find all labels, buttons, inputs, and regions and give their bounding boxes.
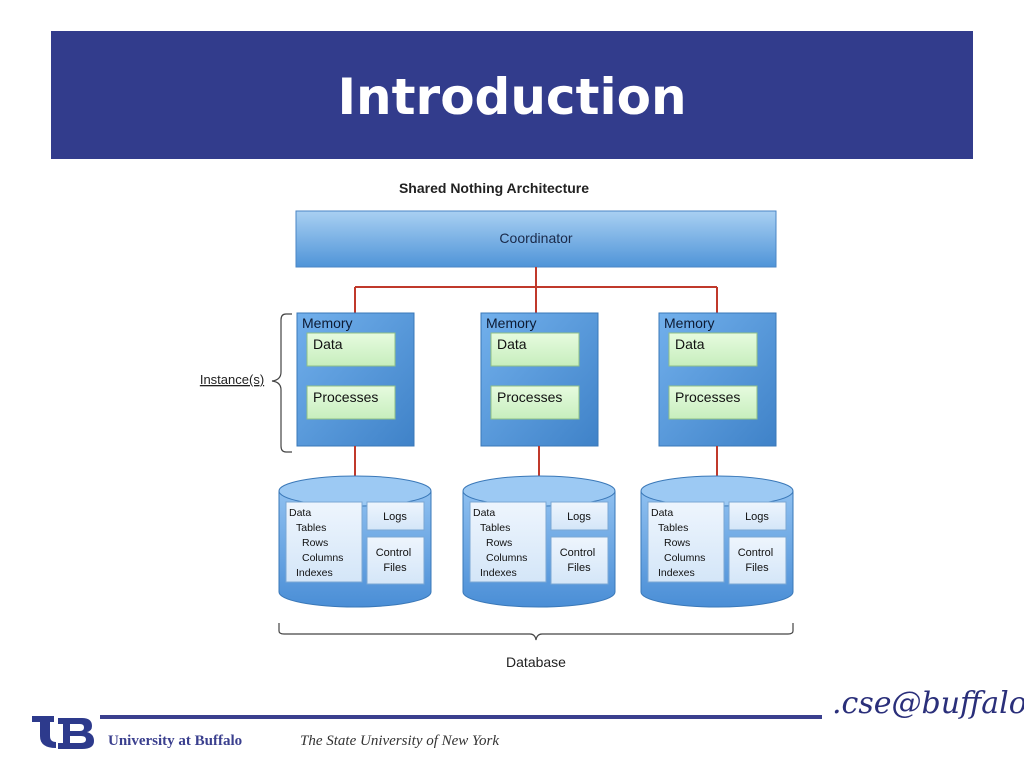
memory-label: Memory bbox=[664, 315, 715, 331]
instance-node: Memory Data Processes bbox=[658, 312, 777, 447]
logs-label: Logs bbox=[567, 511, 591, 523]
columns-line: Columns bbox=[664, 552, 705, 564]
data-panel bbox=[285, 501, 363, 583]
title-bar: Introduction bbox=[51, 31, 973, 159]
logs-panel bbox=[550, 501, 609, 531]
data-panel bbox=[647, 501, 725, 583]
database-disk: Data Tables Rows Columns Indexes Logs Co… bbox=[640, 475, 794, 608]
processes-box bbox=[668, 385, 758, 420]
instance-node: Memory Data Processes bbox=[296, 312, 415, 447]
control-files-panel bbox=[366, 536, 425, 585]
processes-box bbox=[490, 385, 580, 420]
tables-line: Tables bbox=[480, 522, 510, 534]
files-line: Files bbox=[745, 562, 769, 574]
control-files-label: Control Files bbox=[376, 547, 415, 574]
indexes-line: Indexes bbox=[480, 567, 517, 579]
control-line: Control bbox=[738, 547, 773, 559]
control-line: Control bbox=[376, 547, 411, 559]
database-disk: Data Tables Rows Columns Indexes Logs Co… bbox=[278, 475, 432, 608]
tables-line: Tables bbox=[296, 522, 326, 534]
data-label: Data bbox=[497, 336, 527, 352]
control-files-panel bbox=[550, 536, 609, 585]
database-label: Database bbox=[506, 654, 566, 670]
data-label: Data bbox=[313, 336, 343, 352]
data-panel-text: Data Tables Rows Columns Indexes bbox=[651, 507, 708, 579]
footer-suny: The State University of New York bbox=[300, 733, 500, 749]
data-panel-text: Data Tables Rows Columns Indexes bbox=[473, 507, 530, 579]
shared-nothing-diagram: Shared Nothing Architecture Coordinator … bbox=[200, 180, 794, 670]
processes-label: Processes bbox=[313, 389, 378, 405]
rows-line: Rows bbox=[486, 537, 512, 549]
slide-title: Introduction bbox=[337, 68, 687, 126]
data-line: Data bbox=[651, 507, 673, 519]
memory-label: Memory bbox=[302, 315, 353, 331]
logs-label: Logs bbox=[745, 511, 769, 523]
memory-label: Memory bbox=[486, 315, 537, 331]
processes-label: Processes bbox=[675, 389, 740, 405]
cse-signature: .cse@buffalo bbox=[832, 686, 1024, 721]
instance-disk-connectors bbox=[354, 446, 718, 480]
control-files-panel bbox=[728, 536, 787, 585]
data-label: Data bbox=[675, 336, 705, 352]
diagram-heading: Shared Nothing Architecture bbox=[399, 180, 589, 196]
data-line: Data bbox=[289, 507, 311, 519]
footer-university: University at Buffalo bbox=[108, 733, 243, 749]
control-line: Control bbox=[560, 547, 595, 559]
tables-line: Tables bbox=[658, 522, 688, 534]
data-line: Data bbox=[473, 507, 495, 519]
processes-label: Processes bbox=[497, 389, 562, 405]
files-line: Files bbox=[567, 562, 591, 574]
data-panel bbox=[469, 501, 547, 583]
data-box bbox=[490, 332, 580, 367]
files-line: Files bbox=[383, 562, 407, 574]
instance-node: Memory Data Processes bbox=[480, 312, 599, 447]
control-files-label: Control Files bbox=[560, 547, 599, 574]
instances-brace bbox=[271, 313, 292, 453]
database-disk: Data Tables Rows Columns Indexes Logs Co… bbox=[462, 475, 616, 608]
ub-logo bbox=[32, 716, 94, 749]
columns-line: Columns bbox=[486, 552, 527, 564]
processes-box bbox=[306, 385, 396, 420]
indexes-line: Indexes bbox=[296, 567, 333, 579]
logs-panel bbox=[728, 501, 787, 531]
rows-line: Rows bbox=[664, 537, 690, 549]
logs-label: Logs bbox=[383, 511, 407, 523]
data-box bbox=[306, 332, 396, 367]
data-panel-text: Data Tables Rows Columns Indexes bbox=[289, 507, 346, 579]
data-box bbox=[668, 332, 758, 367]
coordinator-connectors bbox=[354, 267, 718, 314]
indexes-line: Indexes bbox=[658, 567, 695, 579]
columns-line: Columns bbox=[302, 552, 343, 564]
coordinator-label: Coordinator bbox=[499, 230, 572, 246]
logs-panel bbox=[366, 501, 425, 531]
instances-label: Instance(s) bbox=[200, 372, 264, 387]
footer-rule bbox=[100, 715, 822, 719]
database-brace bbox=[278, 623, 794, 641]
control-files-label: Control Files bbox=[738, 547, 777, 574]
rows-line: Rows bbox=[302, 537, 328, 549]
